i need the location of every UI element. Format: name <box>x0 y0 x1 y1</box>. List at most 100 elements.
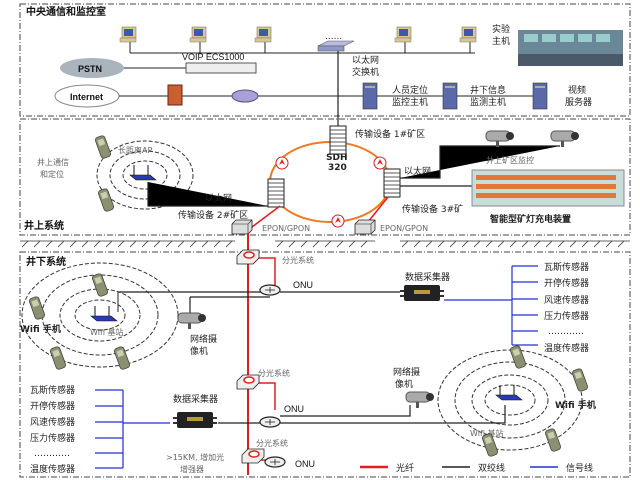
workstation-icon <box>254 26 272 43</box>
surface-monitor-label: 井上矿区监控 <box>486 155 534 165</box>
splitter-label: 分光系统 <box>282 255 314 265</box>
sensor-label: 温度传感器 <box>30 463 75 475</box>
transport-1-label: 传输设备 1#矿区 <box>355 128 425 140</box>
data-collector-icon <box>172 411 218 429</box>
epon-label: EPON/GPON <box>380 224 428 233</box>
server-label: 视频 <box>568 84 586 96</box>
server-label: 井下信息 <box>470 84 506 96</box>
server-icon <box>362 82 378 110</box>
optical-splitter-icon <box>241 448 265 464</box>
epon-label: EPON/GPON <box>262 224 310 233</box>
section-border <box>19 3 631 117</box>
collector-label: 数据采集器 <box>173 393 218 405</box>
section-title: 中央通信和监控室 <box>26 5 106 18</box>
transport-device-icon <box>383 168 401 198</box>
sensor-label: 瓦斯传感器 <box>30 384 75 396</box>
server-label: 人员定位 <box>392 84 428 96</box>
onu-icon <box>259 416 281 428</box>
section-title: 井下系统 <box>26 255 66 268</box>
splitter-label: 分光系统 <box>258 368 290 378</box>
section-border <box>19 118 631 236</box>
camera-label: 网络摄 <box>393 366 420 378</box>
sensor-label: ………… <box>34 449 70 459</box>
charger-label: 智能型矿灯充电装置 <box>490 213 571 225</box>
wifi-phone-label: Wifi 手机 <box>555 399 596 411</box>
onu-icon <box>259 284 281 296</box>
switch-label: 以太网 <box>352 54 379 66</box>
ethernet-label: 以太网 <box>205 192 232 204</box>
sensor-label: 开停传感器 <box>30 400 75 412</box>
surface-system: 井上系统 SDH 320 传输设备 1#矿区 传输设备 2#矿区 传输设备 3#… <box>19 118 631 236</box>
camera-label: 像机 <box>190 345 208 357</box>
splitter-label: 分光系统 <box>256 438 288 448</box>
epon-olt-icon <box>231 219 253 235</box>
mobile-phone-icon <box>94 134 112 160</box>
network-camera-icon <box>177 312 207 330</box>
signal-bus <box>95 389 170 469</box>
lab-host-label: 主机 <box>492 35 510 47</box>
camera-icon <box>550 130 580 148</box>
workstation-icon <box>189 26 207 43</box>
lab-host-label: 实验 <box>492 23 510 35</box>
long-range-ap-icon <box>129 164 157 181</box>
server-icon <box>532 82 548 110</box>
wifi-phone-icon <box>91 272 109 298</box>
wifi-phone-label: Wifi 手机 <box>20 323 61 335</box>
legend-fiber-label: 光纤 <box>396 462 414 474</box>
camera-icon <box>485 130 515 148</box>
workstation-icon <box>394 26 412 43</box>
voip-server-icon <box>185 62 257 74</box>
sensor-label: 压力传感器 <box>30 432 75 444</box>
server-label: 监控主机 <box>392 96 428 108</box>
workstation-icon <box>459 26 477 43</box>
server-label: 服务器 <box>565 96 592 108</box>
firewall-icon <box>167 84 183 106</box>
booster-label: 增强器 <box>180 464 204 474</box>
ethernet-switch-icon <box>317 45 345 52</box>
ground-line <box>20 240 630 248</box>
onu-label: ONU <box>284 404 304 414</box>
transport-3-label: 传输设备 3#矿 <box>402 203 463 215</box>
pstn-label: PSTN <box>78 64 102 74</box>
workstation-icon <box>119 26 137 43</box>
wifi-phone-icon <box>571 367 589 393</box>
wifi-base-station-icon <box>90 305 118 322</box>
sensor-label: 风速传感器 <box>544 294 589 306</box>
sdh-device-icon <box>329 125 347 155</box>
ring-node-icon <box>275 156 289 170</box>
camera-label: 网络摄 <box>190 333 217 345</box>
ethernet-label: 以太网 <box>404 165 431 177</box>
wifi-base-label: Wifi 基站 <box>90 327 124 337</box>
wifi-base-label: Wifi 基站 <box>470 428 504 438</box>
sensor-label: ………… <box>548 327 584 337</box>
onu-icon <box>264 456 286 468</box>
sensor-label: 压力传感器 <box>544 310 589 322</box>
sensor-label: 开停传感器 <box>544 277 589 289</box>
comm-label: 和定位 <box>40 169 64 179</box>
sdh-label: 320 <box>328 163 347 173</box>
data-collector-icon <box>399 284 445 302</box>
server-label: 监测主机 <box>470 96 506 108</box>
sdh-label: SDH <box>326 153 348 163</box>
voip-label: VOIP ECS1000 <box>182 52 244 62</box>
more-workstations: ...... <box>325 32 342 42</box>
onu-label: ONU <box>295 459 315 469</box>
comm-label: 井上通信 <box>37 157 69 167</box>
wifi-base-station-icon <box>495 384 523 401</box>
underground-system: 井下系统 分光系统 分光系统 分光系统 >15KM, 增加光 增强器 ONU W… <box>19 233 631 478</box>
ring-node-icon <box>373 156 387 170</box>
epon-olt-icon <box>354 219 376 235</box>
server-icon <box>442 82 458 110</box>
collector-label: 数据采集器 <box>405 271 450 283</box>
transport-2-label: 传输设备 2#矿区 <box>178 209 248 221</box>
onu-label: ONU <box>293 280 313 290</box>
legend-signal-label: 信号线 <box>566 462 593 474</box>
ap-label: 长距离AP <box>118 145 152 155</box>
optical-splitter-icon <box>236 374 260 390</box>
legend-twisted-pair-label: 双绞线 <box>478 462 505 474</box>
sensor-label: 风速传感器 <box>30 416 75 428</box>
switch-label: 交换机 <box>352 66 379 78</box>
section-border <box>19 251 631 478</box>
camera-label: 像机 <box>395 378 413 390</box>
